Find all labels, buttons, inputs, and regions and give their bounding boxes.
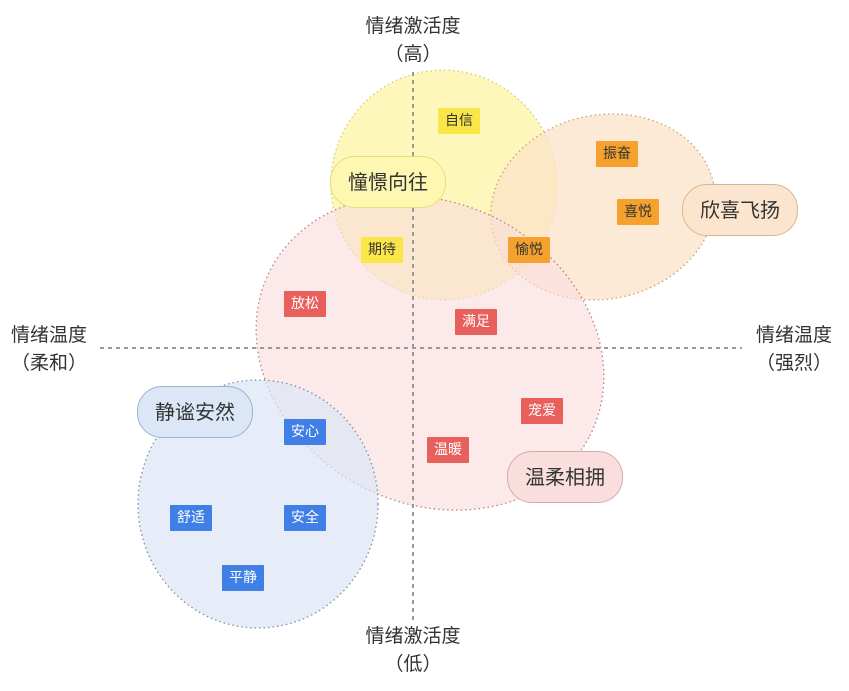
axis-label-bottom: 情绪激活度 （低）: [343, 622, 483, 678]
axis-bottom-sub: （低）: [384, 653, 442, 675]
group-pill-tender: 温柔相拥: [507, 451, 623, 503]
group-pill-calm: 静谧安然: [137, 386, 253, 438]
tag-relax: 放松: [284, 291, 326, 317]
axis-top-sub: （高）: [384, 43, 442, 65]
tag-warmth: 温暖: [427, 437, 469, 463]
tag-confidence: 自信: [438, 108, 480, 134]
tag-satisfied: 满足: [455, 309, 497, 335]
tag-safety: 安全: [284, 505, 326, 531]
tag-love: 宠爱: [521, 398, 563, 424]
tag-delight: 喜悦: [617, 199, 659, 225]
tag-excited: 振奋: [596, 141, 638, 167]
tag-peace-of-mind: 安心: [284, 419, 326, 445]
axis-label-left: 情绪温度 （柔和）: [0, 321, 98, 377]
axis-right-sub: （强烈）: [755, 352, 832, 374]
tag-tranquil: 平静: [222, 565, 264, 591]
axis-bottom-title: 情绪激活度: [365, 625, 461, 647]
axis-left-sub: （柔和）: [10, 352, 87, 374]
group-pill-yearning: 憧憬向往: [330, 156, 446, 208]
axis-left-title: 情绪温度: [10, 324, 87, 346]
axis-right-title: 情绪温度: [755, 324, 832, 346]
tag-comfort: 舒适: [170, 505, 212, 531]
group-pill-joy: 欣喜飞扬: [682, 184, 798, 236]
tag-pleasure: 愉悦: [508, 237, 550, 263]
axis-top-title: 情绪激活度: [365, 15, 461, 37]
axis-label-right: 情绪温度 （强烈）: [742, 321, 846, 377]
tag-expectation: 期待: [361, 237, 403, 263]
axis-label-top: 情绪激活度 （高）: [343, 12, 483, 68]
